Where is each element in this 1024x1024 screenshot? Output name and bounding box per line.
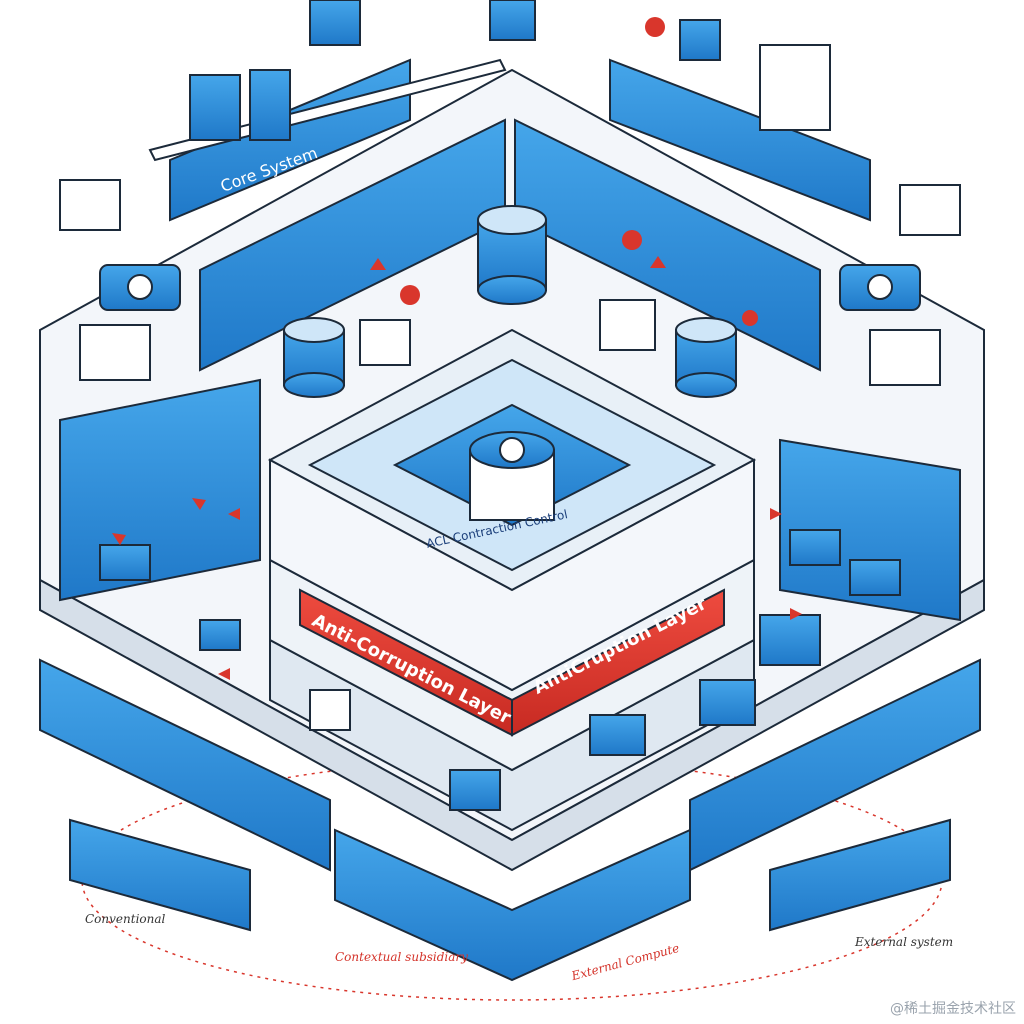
database-icon — [675, 317, 737, 398]
bottom-center-panel — [334, 828, 691, 982]
server-icon — [59, 0, 961, 811]
database-icon — [477, 205, 547, 305]
caption-external-system: External system — [855, 935, 954, 949]
database-icon — [283, 317, 345, 398]
caption-conventional: Conventional — [85, 912, 166, 926]
upper-right-band — [514, 118, 821, 372]
watermark-text: @稀土掘金技术社区 — [890, 1001, 1016, 1017]
acl-red-band — [299, 588, 725, 737]
gear-icon — [99, 264, 921, 311]
caption-contextual: Contextual subsidiary — [335, 950, 468, 964]
flow-arrow-icon — [112, 17, 802, 680]
acl-center-emblem — [469, 431, 555, 521]
right-side-panels — [689, 438, 981, 932]
